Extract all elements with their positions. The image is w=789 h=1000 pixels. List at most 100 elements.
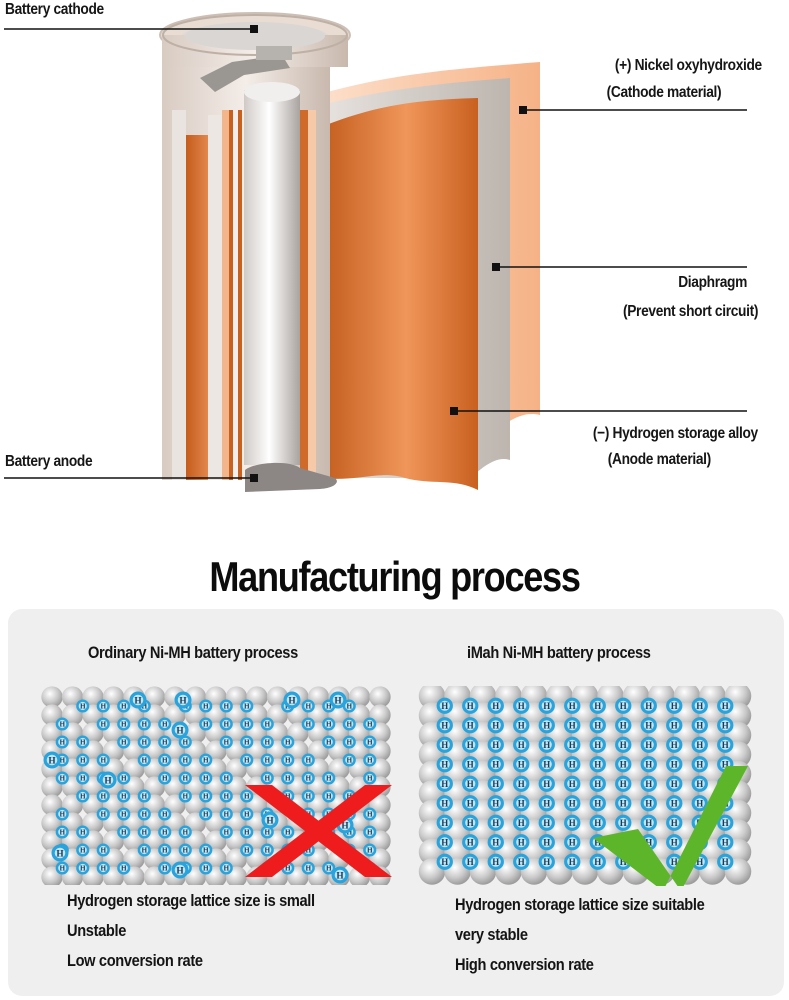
svg-text:H: H	[346, 721, 352, 729]
svg-text:H: H	[100, 811, 106, 819]
svg-text:H: H	[722, 701, 729, 711]
hydrogen-atom: H	[487, 697, 504, 714]
svg-text:H: H	[518, 760, 525, 770]
svg-text:H: H	[569, 857, 576, 867]
hydrogen-atom: H	[564, 775, 581, 792]
hydrogen-atom: H	[666, 834, 683, 851]
imah-process-heading: iMah Ni-MH battery process	[467, 643, 651, 662]
svg-text:H: H	[285, 829, 291, 837]
imah-points: Hydrogen storage lattice size suitable v…	[455, 890, 745, 980]
svg-text:H: H	[441, 760, 448, 770]
svg-text:H: H	[441, 818, 448, 828]
svg-text:H: H	[223, 703, 229, 711]
hydrogen-atom: H	[589, 697, 606, 714]
svg-text:H: H	[59, 757, 65, 765]
hydrogen-atom: H	[158, 735, 172, 749]
svg-text:H: H	[244, 721, 250, 729]
hydrogen-atom: H	[564, 795, 581, 812]
hydrogen-atom: H	[666, 717, 683, 734]
svg-text:H: H	[467, 838, 474, 848]
hydrogen-atom: H	[158, 807, 172, 821]
svg-text:H: H	[182, 739, 188, 747]
hydrogen-atom: H	[301, 771, 315, 785]
svg-text:H: H	[141, 829, 147, 837]
hydrogen-atom: H	[76, 843, 90, 857]
svg-text:H: H	[492, 760, 499, 770]
hydrogen-atom: H	[487, 853, 504, 870]
hydrogen-atom: H	[513, 717, 530, 734]
hydrogen-atom: H	[96, 717, 110, 731]
svg-text:H: H	[80, 703, 86, 711]
hydrogen-atom: H	[513, 736, 530, 753]
svg-text:H: H	[696, 779, 703, 789]
svg-text:H: H	[223, 811, 229, 819]
hydrogen-atom: H	[301, 861, 315, 875]
svg-text:H: H	[285, 757, 291, 765]
hydrogen-atom: H	[538, 853, 555, 870]
hydrogen-atom: H	[589, 756, 606, 773]
hydrogen-atom: H	[117, 699, 131, 713]
hydrogen-atom: H	[538, 736, 555, 753]
svg-text:H: H	[645, 818, 652, 828]
svg-text:H: H	[722, 721, 729, 731]
svg-text:H: H	[696, 721, 703, 731]
hydrogen-atom: H	[158, 825, 172, 839]
svg-text:H: H	[244, 793, 250, 801]
hydrogen-atom: H	[329, 691, 347, 709]
hydrogen-atom: H	[717, 717, 734, 734]
svg-text:H: H	[594, 721, 601, 731]
hydrogen-atom: H	[564, 736, 581, 753]
hydrogen-atom: H	[564, 697, 581, 714]
hydrogen-atom: H	[76, 861, 90, 875]
hydrogen-atom: H	[640, 775, 657, 792]
hydrogen-atom: H	[436, 834, 453, 851]
svg-text:H: H	[162, 775, 168, 783]
metal-atom	[41, 686, 63, 708]
hydrogen-atom: H	[589, 717, 606, 734]
svg-text:H: H	[543, 799, 550, 809]
svg-text:H: H	[182, 775, 188, 783]
svg-text:H: H	[80, 739, 86, 747]
svg-text:H: H	[696, 760, 703, 770]
hydrogen-atom: H	[137, 717, 151, 731]
hydrogen-atom: H	[691, 756, 708, 773]
svg-text:H: H	[543, 740, 550, 750]
ordinary-point: Hydrogen storage lattice size is small	[67, 891, 315, 910]
hydrogen-atom: H	[178, 771, 192, 785]
svg-text:H: H	[492, 779, 499, 789]
svg-text:H: H	[467, 818, 474, 828]
hydrogen-atom: H	[462, 775, 479, 792]
svg-text:H: H	[80, 829, 86, 837]
label-cathode-material: (Cathode material)	[606, 84, 721, 101]
svg-text:H: H	[492, 818, 499, 828]
hydrogen-atom: H	[331, 866, 349, 884]
svg-text:H: H	[671, 818, 678, 828]
svg-text:H: H	[346, 829, 352, 837]
hydrogen-atom: H	[199, 771, 213, 785]
svg-text:H: H	[518, 857, 525, 867]
svg-text:H: H	[645, 799, 652, 809]
hydrogen-atom: H	[219, 825, 233, 839]
imah-point: Hydrogen storage lattice size suitable	[455, 895, 705, 914]
svg-text:H: H	[518, 701, 525, 711]
svg-text:H: H	[722, 740, 729, 750]
svg-text:H: H	[467, 799, 474, 809]
hydrogen-atom: H	[564, 756, 581, 773]
svg-text:H: H	[594, 818, 601, 828]
hydrogen-atom: H	[174, 691, 192, 709]
hydrogen-atom: H	[158, 753, 172, 767]
hydrogen-atom: H	[487, 834, 504, 851]
hydrogen-atom: H	[199, 843, 213, 857]
hydrogen-atom: H	[260, 825, 274, 839]
hydrogen-atom: H	[717, 756, 734, 773]
hydrogen-atom: H	[261, 811, 279, 829]
svg-text:H: H	[594, 857, 601, 867]
hydrogen-atom: H	[171, 721, 189, 739]
svg-text:H: H	[441, 779, 448, 789]
svg-text:H: H	[569, 701, 576, 711]
hydrogen-atom: H	[666, 736, 683, 753]
hydrogen-atom: H	[564, 814, 581, 831]
hydrogen-atom: H	[137, 735, 151, 749]
